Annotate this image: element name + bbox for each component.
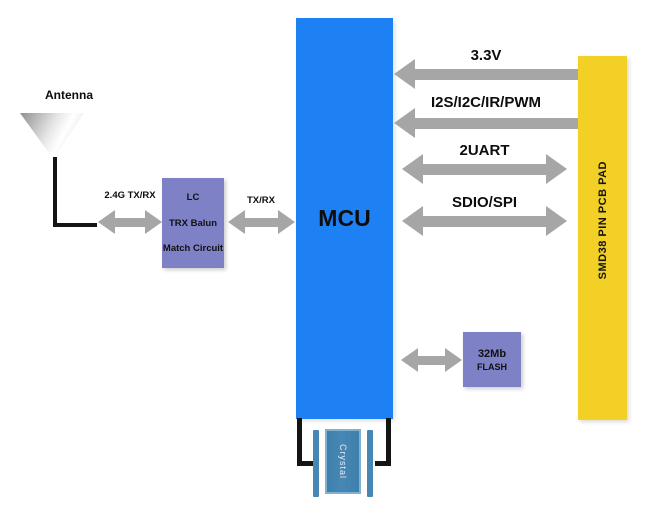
- arrow-shaft: [423, 163, 546, 175]
- arrow-antenna-balun: [98, 210, 162, 234]
- balun-line-1: LC: [186, 192, 200, 204]
- arrow-shaft: [415, 117, 578, 129]
- arrowhead-right: [445, 348, 462, 372]
- arrowhead-left: [228, 210, 245, 234]
- arrow-shaft: [115, 217, 145, 227]
- pcb-pad-label: SMD38 PIN PCB PAD: [596, 160, 609, 280]
- arrowhead-left: [401, 348, 418, 372]
- balun-line-3: Match Circuit: [162, 242, 224, 254]
- arrowhead-left: [402, 154, 423, 184]
- arrow-mcu-flash: [401, 348, 462, 372]
- bus-label-sdio-spi: SDIO/SPI: [451, 194, 518, 211]
- arrowhead-left: [98, 210, 115, 234]
- arrowhead-left: [394, 108, 415, 138]
- bus-arrow-2uart: [402, 154, 567, 184]
- antenna-feed-line: [53, 157, 97, 227]
- bus-label-2uart: 2UART: [459, 142, 510, 159]
- balun-block: LC TRX Balun Match Circuit: [162, 178, 224, 268]
- bus-label-3v3: 3.3V: [470, 47, 502, 64]
- rf-link-label-balun-mcu: TX/RX: [247, 195, 275, 206]
- balun-line-2: TRX Balun: [168, 217, 218, 229]
- arrow-shaft: [245, 217, 278, 227]
- crystal-label: Crystal: [338, 443, 348, 479]
- rf-link-label-antenna-balun: 2.4G TX/RX: [104, 190, 156, 201]
- crystal-block: Crystal: [325, 429, 361, 494]
- antenna-label: Antenna: [45, 88, 93, 102]
- arrowhead-right: [145, 210, 162, 234]
- bus-arrow-3v3: [394, 59, 578, 89]
- flash-line-1: 32Mb: [477, 347, 507, 360]
- crystal-electrode-left: [313, 430, 319, 497]
- arrow-shaft: [418, 355, 445, 365]
- arrowhead-right: [546, 154, 567, 184]
- arrow-shaft: [415, 68, 578, 80]
- flash-block: 32Mb FLASH: [463, 332, 521, 387]
- mcu-label: MCU: [318, 205, 371, 231]
- bus-arrow-sdio-spi: [402, 206, 567, 236]
- crystal-bracket-right: [375, 418, 391, 466]
- bus-label-i2s-i2c-ir-pwm: I2S/I2C/IR/PWM: [430, 94, 542, 111]
- mcu-block: MCU: [296, 18, 393, 419]
- pcb-pad-block: SMD38 PIN PCB PAD: [578, 56, 627, 420]
- crystal-bracket-left: [297, 418, 313, 466]
- arrowhead-left: [402, 206, 423, 236]
- arrowhead-right: [546, 206, 567, 236]
- arrow-shaft: [423, 215, 546, 227]
- arrowhead-right: [278, 210, 295, 234]
- antenna-icon: [20, 113, 84, 159]
- arrowhead-left: [394, 59, 415, 89]
- bus-arrow-i2s-i2c-ir-pwm: [394, 108, 578, 138]
- crystal-electrode-right: [367, 430, 373, 497]
- arrow-balun-mcu: [228, 210, 295, 234]
- flash-line-2: FLASH: [477, 361, 507, 372]
